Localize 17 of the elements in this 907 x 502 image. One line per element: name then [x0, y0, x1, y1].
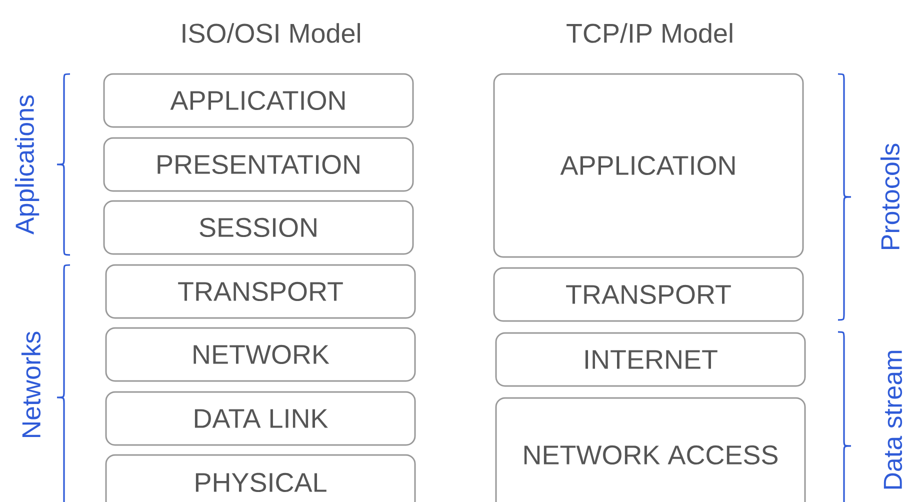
layer-box: TRANSPORT: [105, 264, 416, 319]
layer-box: NETWORK ACCESS: [495, 397, 806, 502]
bracket-label: Networks: [21, 332, 41, 438]
layer-box: APPLICATION: [103, 73, 414, 128]
bracket-label: Protocols: [880, 144, 900, 250]
layer-box: INTERNET: [495, 332, 806, 387]
layer-box: SESSION: [103, 200, 414, 255]
layer-box: PRESENTATION: [103, 137, 414, 192]
column-title: TCP/IP Model: [566, 23, 732, 43]
bracket-label: Applications: [14, 95, 40, 235]
layer-box: APPLICATION: [493, 73, 804, 258]
layer-box: DATA LINK: [105, 391, 416, 446]
layer-box: TRANSPORT: [493, 267, 804, 322]
column-title: ISO/OSI Model: [182, 23, 360, 43]
layer-box: NETWORK: [105, 327, 416, 382]
bracket-label: Data stream: [884, 350, 902, 489]
layer-box: PHYSICAL: [105, 454, 416, 502]
